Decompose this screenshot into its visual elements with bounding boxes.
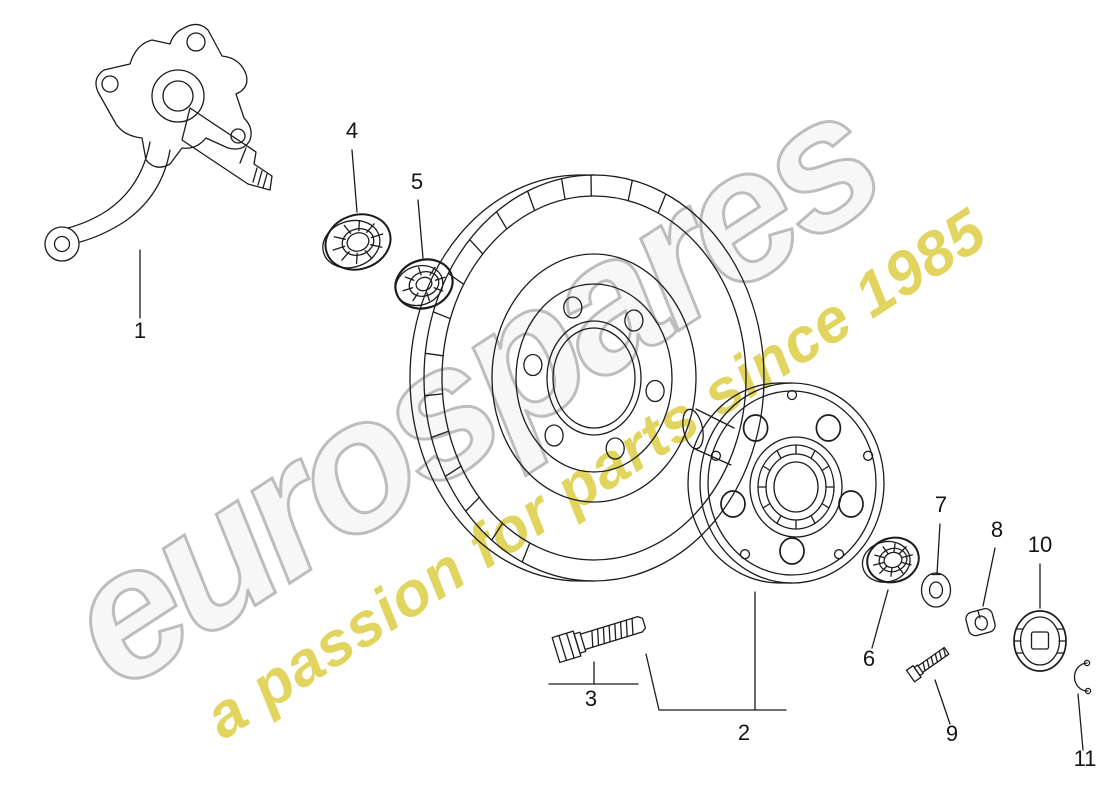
leader-bracket-3 (548, 661, 639, 685)
part-label-10[interactable]: 10 (1028, 532, 1052, 557)
leader-line-5 (417, 199, 424, 259)
circlip (1073, 659, 1092, 695)
part-label-6[interactable]: 6 (863, 646, 875, 671)
part-label-7[interactable]: 7 (935, 492, 947, 517)
disc-vent-ticks (423, 174, 667, 563)
part-label-11[interactable]: 11 (1074, 746, 1097, 771)
hub-bearing (861, 536, 920, 584)
clamp-nut (965, 607, 996, 637)
part-label-4[interactable]: 4 (346, 118, 358, 143)
part-label-3[interactable]: 3 (585, 686, 597, 711)
leader-line-4 (351, 149, 358, 213)
leader-bracket-2 (645, 591, 787, 711)
leader-line-6 (871, 589, 889, 649)
grease-cap (1013, 610, 1067, 672)
lock-washer (920, 572, 952, 608)
steering-knuckle (44, 23, 273, 262)
leader-line-9 (934, 679, 951, 725)
inner-wheel-bearing (322, 213, 392, 271)
part-label-2[interactable]: 2 (738, 720, 750, 745)
part-label-9[interactable]: 9 (946, 721, 958, 746)
wheel-hub (682, 382, 885, 584)
part-label-5[interactable]: 5 (411, 169, 423, 194)
part-label-1[interactable]: 1 (134, 318, 146, 343)
wheel-bolt (551, 615, 647, 664)
hub-spline-ticks (757, 444, 835, 530)
clamp-screw (905, 646, 950, 683)
brake-disc (409, 174, 765, 582)
leader-line-7 (936, 523, 941, 575)
leader-line-11 (1077, 693, 1084, 751)
outer-wheel-bearing (394, 258, 454, 310)
leader-line-8 (982, 547, 996, 607)
part-label-8[interactable]: 8 (991, 517, 1003, 542)
